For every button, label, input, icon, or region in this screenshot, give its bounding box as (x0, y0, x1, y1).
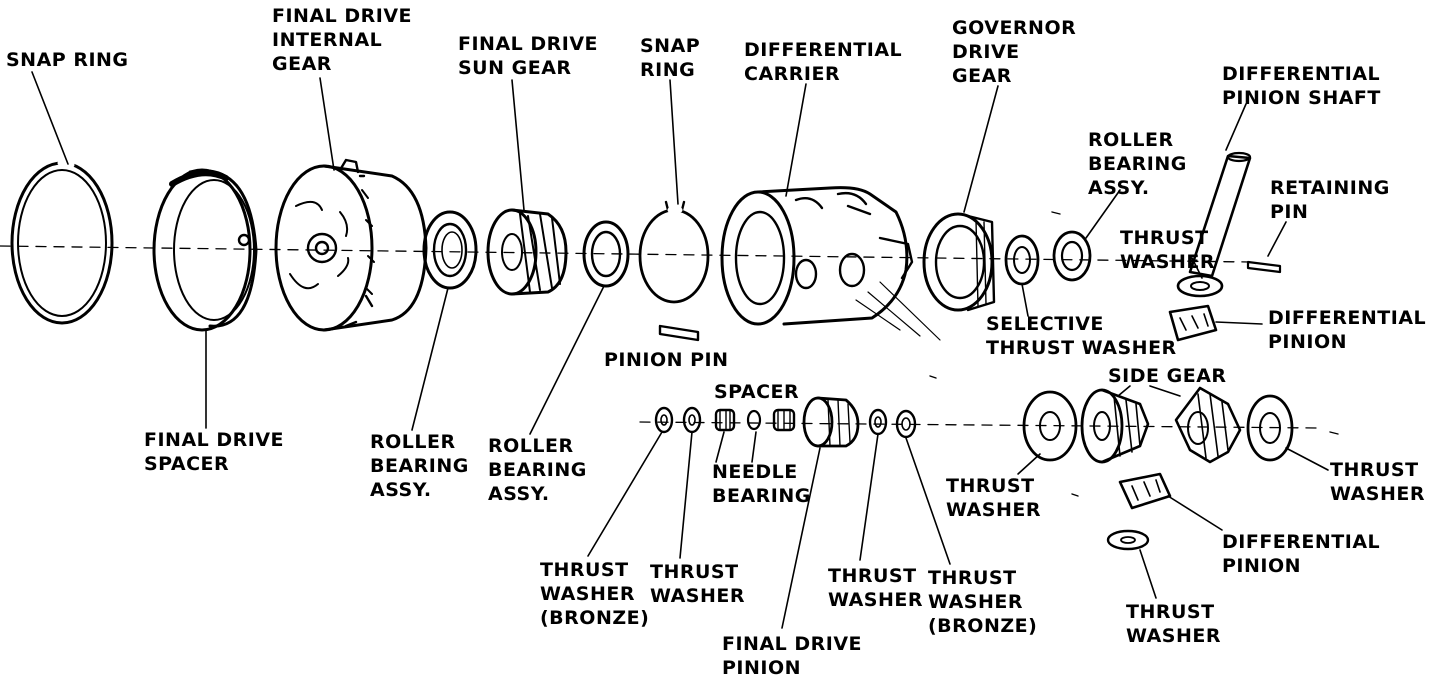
label-differential-pinion-lower: DIFFERENTIAL PINION (1222, 531, 1381, 577)
differential-pinion-shaft-part (1188, 151, 1252, 278)
differential-pinion-upper-part (1168, 304, 1218, 342)
roller-bearing-assy-1-part (422, 210, 478, 290)
label-spacer: SPACER (714, 381, 800, 403)
snap-ring-left-part (10, 160, 114, 325)
thrust-washer-bottom-part (1106, 529, 1150, 551)
label-thrust-washer-right-far: THRUST WASHER (1330, 459, 1426, 505)
label-differential-pinion-upper: DIFFERENTIAL PINION (1268, 307, 1427, 353)
label-snap-ring-mid: SNAP RING (640, 35, 701, 81)
governor-drive-gear-part (922, 212, 996, 312)
label-thrust-washer-c: THRUST WASHER (828, 565, 924, 611)
label-final-drive-internal-gear: FINAL DRIVE INTERNAL GEAR (272, 5, 413, 75)
side-gear-right-part (1174, 386, 1242, 464)
selective-thrust-washer-part (1004, 234, 1040, 286)
final-drive-spacer-part (152, 168, 258, 332)
label-snap-ring-left: SNAP RING (6, 49, 129, 71)
label-differential-carrier: DIFFERENTIAL CARRIER (744, 39, 903, 85)
label-thrust-washer-upper-right: THRUST WASHER (1120, 227, 1216, 273)
differential-pinion-lower-part (1118, 472, 1172, 510)
thrust-washer-upper-right-part (1176, 274, 1224, 298)
leader-lines (31, 71, 1329, 629)
roller-bearing-assy-2-part (582, 220, 630, 288)
label-thrust-washer-bottom: THRUST WASHER (1126, 601, 1222, 647)
snap-ring-mid-part (638, 200, 710, 304)
label-final-drive-pinion: FINAL DRIVE PINION (722, 633, 863, 679)
retaining-pin-part (1246, 260, 1282, 274)
label-needle-bearing: NEEDLE BEARING (712, 461, 811, 507)
label-governor-drive-gear: GOVERNOR DRIVE GEAR (952, 17, 1077, 87)
final-drive-sun-gear-part (486, 208, 568, 296)
stray-marks (929, 211, 1339, 497)
label-differential-pinion-shaft: DIFFERENTIAL PINION SHAFT (1222, 63, 1381, 109)
lower-axis (639, 421, 1321, 429)
thrust-washer-far-right-part (1246, 394, 1294, 462)
label-pinion-pin: PINION PIN (604, 349, 729, 371)
label-side-gear: SIDE GEAR (1108, 365, 1227, 387)
label-thrust-washer-bronze-right: THRUST WASHER (BRONZE) (928, 567, 1038, 637)
differential-carrier-part (720, 186, 941, 341)
label-roller-bearing-assy-left1: ROLLER BEARING ASSY. (370, 431, 469, 501)
label-selective-thrust-washer: SELECTIVE THRUST WASHER (986, 313, 1177, 359)
thrust-washer-mid-right-part (1022, 390, 1078, 462)
label-thrust-washer-mid-left: THRUST WASHER (946, 475, 1042, 521)
roller-bearing-assy-right-part (1052, 230, 1092, 282)
side-gear-left-part (1080, 388, 1150, 464)
label-retaining-pin: RETAINING PIN (1270, 177, 1390, 223)
label-thrust-washer-bronze-left: THRUST WASHER (BRONZE) (540, 559, 650, 629)
pinion-pin-part (658, 324, 700, 342)
label-roller-bearing-assy-right: ROLLER BEARING ASSY. (1088, 129, 1187, 199)
final-drive-internal-gear-part (274, 158, 428, 332)
label-final-drive-spacer: FINAL DRIVE SPACER (144, 429, 285, 475)
label-thrust-washer-b: THRUST WASHER (650, 561, 746, 607)
centre-axis (0, 245, 1251, 263)
label-roller-bearing-assy-left2: ROLLER BEARING ASSY. (488, 435, 587, 505)
label-final-drive-sun-gear: FINAL DRIVE SUN GEAR (458, 33, 599, 79)
pinion-stack-parts (654, 396, 917, 448)
